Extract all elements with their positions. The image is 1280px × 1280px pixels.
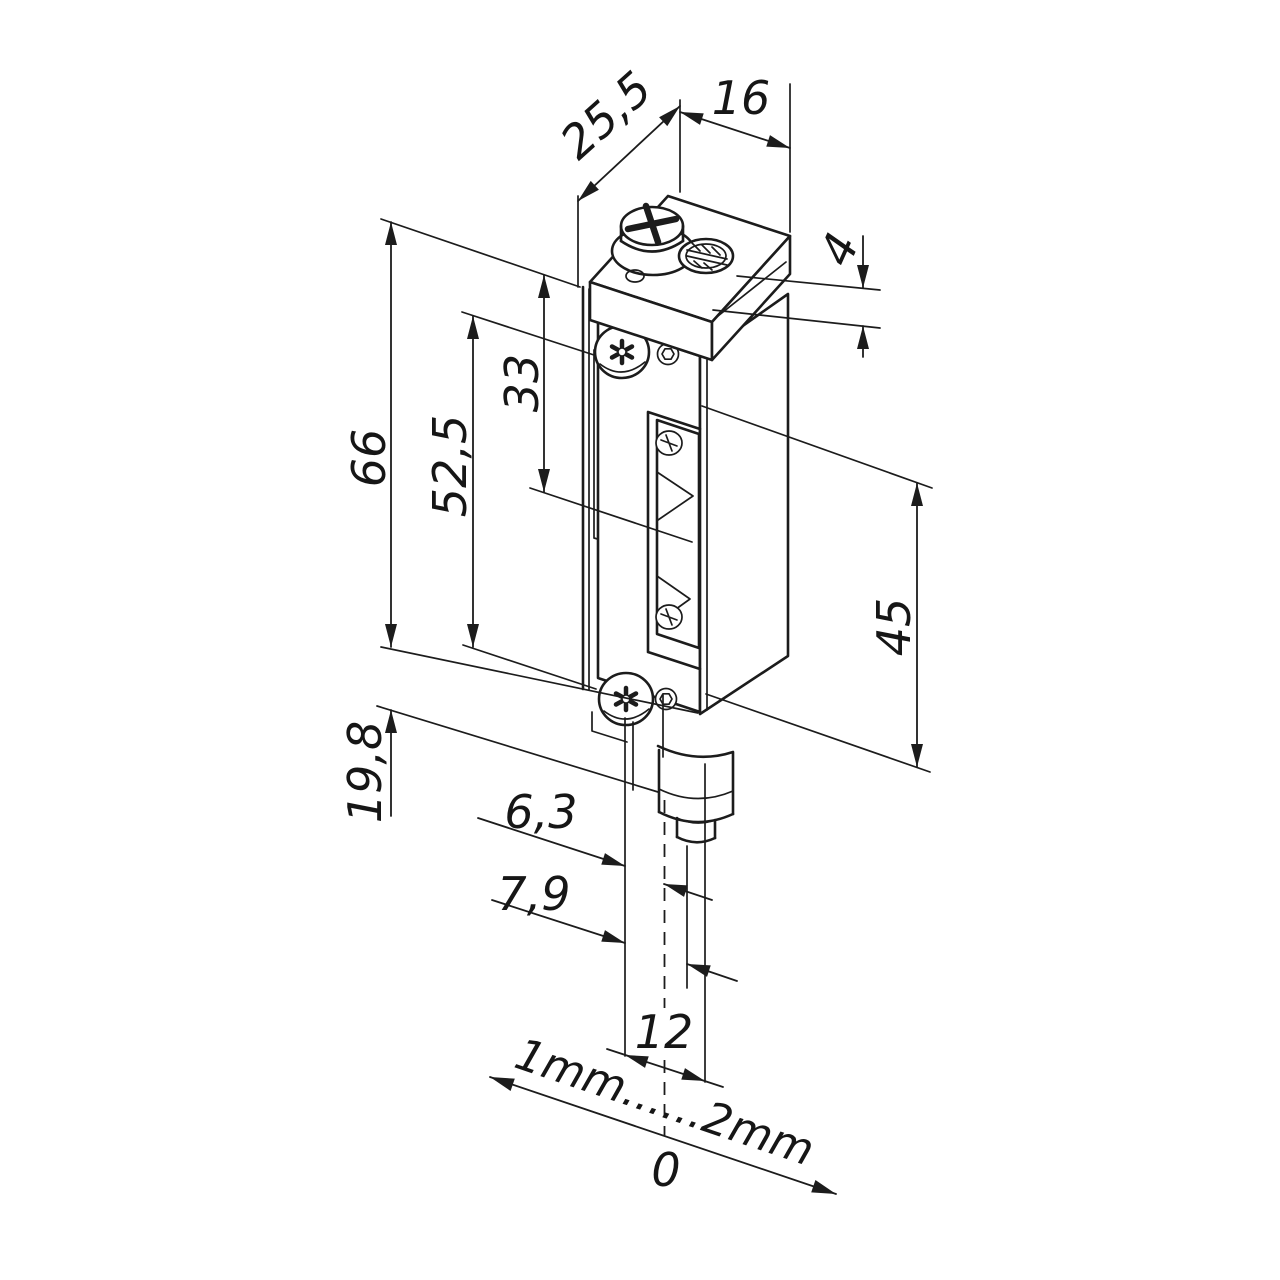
keeper-screw-upper bbox=[655, 430, 683, 456]
hex-socket-lower bbox=[654, 687, 678, 711]
dim-depth: 25,5 bbox=[550, 61, 681, 202]
torx-screw-lower bbox=[597, 671, 655, 727]
dim-bottom-section: 19,8 bbox=[338, 709, 397, 823]
zero-label: 0 bbox=[651, 1143, 680, 1197]
dim-label-25-5: 25,5 bbox=[550, 61, 662, 170]
top-cap bbox=[588, 194, 792, 362]
dim-label-12: 12 bbox=[635, 1005, 694, 1059]
dim-upper-section: 33 bbox=[495, 274, 550, 493]
dim-width: 16 bbox=[679, 71, 791, 149]
keeper-screw-lower bbox=[655, 604, 683, 630]
dim-axis-offset-2: 7,9 bbox=[491, 867, 738, 982]
dim-label-4: 4 bbox=[809, 225, 870, 274]
cap-hole bbox=[625, 269, 645, 283]
dim-flange-offset: 4 bbox=[809, 225, 870, 358]
adjuster-disc bbox=[677, 237, 735, 275]
dim-slot-height: 52,5 bbox=[423, 315, 479, 648]
dim-label-16: 16 bbox=[712, 71, 771, 125]
torx-screw-upper bbox=[593, 324, 651, 380]
strike-body bbox=[593, 292, 790, 791]
dim-label-52-5: 52,5 bbox=[423, 415, 477, 517]
dim-label-6-3: 6,3 bbox=[504, 785, 577, 839]
plunger bbox=[656, 744, 735, 844]
dim-axis-offset-1: 6,3 bbox=[477, 785, 713, 901]
dim-label-45: 45 bbox=[867, 598, 921, 657]
latch-keeper bbox=[655, 418, 701, 650]
dim-label-19-8: 19,8 bbox=[338, 721, 392, 823]
dim-label-7-9: 7,9 bbox=[497, 867, 570, 921]
extension-lines bbox=[376, 83, 933, 1083]
dim-total-height: 66 bbox=[342, 221, 397, 648]
dim-label-66: 66 bbox=[342, 429, 396, 488]
phillips-screw bbox=[610, 202, 696, 277]
dim-label-33: 33 bbox=[495, 354, 549, 413]
dim-latch-height: 45 bbox=[867, 482, 923, 768]
dim-bottom-width: 12 bbox=[606, 1005, 724, 1088]
